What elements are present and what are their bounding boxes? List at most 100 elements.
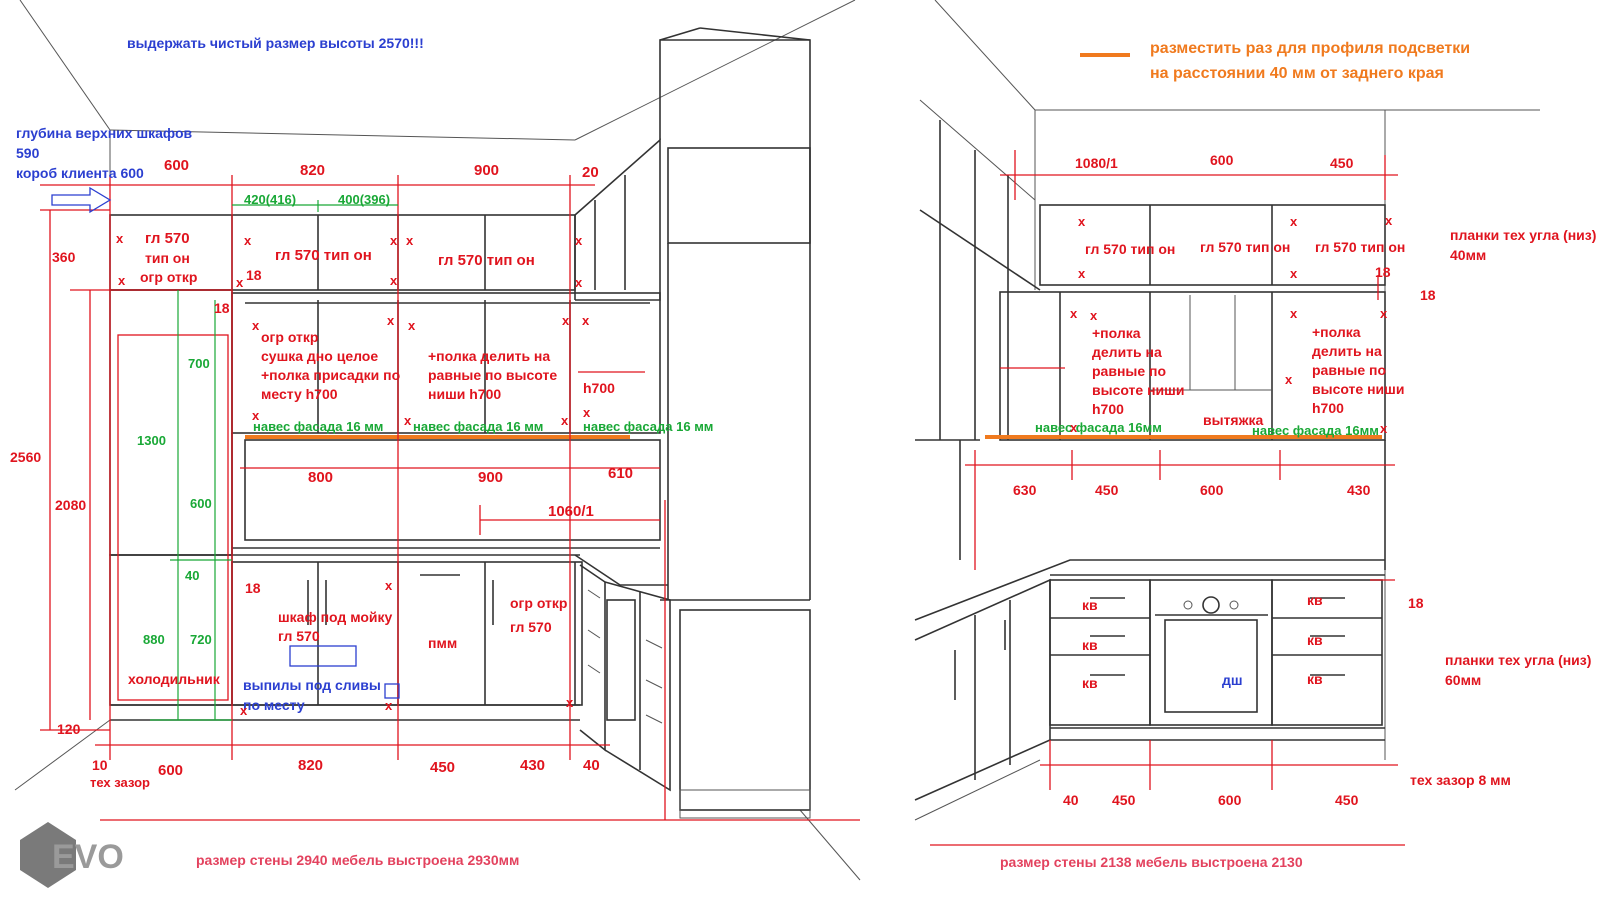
svg-text:x: x xyxy=(1290,306,1298,321)
svg-text:x: x xyxy=(1070,420,1078,435)
side-dim-120: 120 xyxy=(57,721,81,737)
sink-cabinet-depth: гл 570 xyxy=(278,628,320,644)
right-upper-label-1: гл 570 тип он xyxy=(1085,241,1175,257)
naves-1: навес фасада 16 мм xyxy=(253,419,383,434)
right-drawer-5: кв xyxy=(1307,632,1323,648)
svg-text:x: x xyxy=(252,408,260,423)
right-bottom-dim-40: 40 xyxy=(1063,792,1079,808)
left-bottom-dim-820: 820 xyxy=(298,757,323,774)
side-dim-2080: 2080 xyxy=(55,497,86,513)
left-top-dim-820: 820 xyxy=(300,162,325,179)
svg-text:x: x xyxy=(385,578,393,593)
drain-box xyxy=(384,683,400,699)
svg-text:x: x xyxy=(1070,306,1078,321)
right-dim-18-a: 18 xyxy=(1375,264,1391,280)
svg-text:x: x xyxy=(1385,213,1393,228)
lower-restrict-depth: гл 570 xyxy=(510,619,552,635)
planks-bottom-line2: 60мм xyxy=(1445,672,1481,688)
right-bottom-dim-450b: 450 xyxy=(1335,792,1359,808)
right-room-lines xyxy=(914,0,1540,821)
side-dim-700: 700 xyxy=(188,356,210,371)
svg-text:x: x xyxy=(562,313,570,328)
depth-upper-label: глубина верхних шкафов xyxy=(16,125,193,141)
mid-text-1-line2: сушка дно целое xyxy=(261,348,378,364)
profile-note-line1: разместить раз для профиля подсветки xyxy=(1150,40,1470,57)
planks-top-line1: планки тех угла (низ) xyxy=(1450,227,1596,243)
left-sub-dim-400: 400(396) xyxy=(338,192,390,207)
upper-label-type-1: тип он xyxy=(145,250,190,266)
naves-2: навес фасада 16 мм xyxy=(413,419,543,434)
right-upper-label-3: гл 570 тип он xyxy=(1315,239,1405,255)
sink-cabinet-label: шкаф под мойку xyxy=(278,609,393,625)
svg-text:x: x xyxy=(116,231,124,246)
right-drawer-4: кв xyxy=(1307,592,1323,608)
left-dim-1060: 1060/1 xyxy=(548,503,594,520)
left-dim-18-b: 18 xyxy=(214,300,230,316)
svg-text:x: x xyxy=(244,233,252,248)
left-bottom-dim-600: 600 xyxy=(158,762,183,779)
fridge-label: холодильник xyxy=(128,671,221,687)
right-top-dim-450: 450 xyxy=(1330,155,1354,171)
planks-top-line2: 40мм xyxy=(1450,247,1486,263)
left-mid-dim-610: 610 xyxy=(608,465,633,482)
right-hood-label: вытяжка xyxy=(1203,412,1264,428)
upper-label-2: гл 570 тип он xyxy=(275,247,372,264)
left-sub-dim-420: 420(416) xyxy=(244,192,296,207)
svg-text:x: x xyxy=(236,275,244,290)
svg-text:x: x xyxy=(390,273,398,288)
drains-label: выпилы под сливы xyxy=(243,677,381,693)
svg-text:x: x xyxy=(404,413,412,428)
left-bottom-dim-450: 450 xyxy=(430,759,455,776)
right-mid-text-b3: равные по xyxy=(1312,362,1386,378)
left-top-dim-600: 600 xyxy=(164,157,189,174)
mid-text-1-line3: +полка присадки по xyxy=(261,367,400,383)
dishwasher-label: пмм xyxy=(428,635,457,651)
tech-gap-right: тех зазор 8 мм xyxy=(1410,772,1511,788)
right-dim-18-c: 18 xyxy=(1408,595,1424,611)
left-top-dim-20: 20 xyxy=(582,164,599,181)
box-client-label: короб клиента 600 xyxy=(16,165,144,181)
sink-cutout xyxy=(289,645,357,667)
right-bottom-dim-600: 600 xyxy=(1218,792,1242,808)
svg-text:x: x xyxy=(561,413,569,428)
svg-text:x: x xyxy=(575,233,583,248)
wall-note-left: размер стены 2940 мебель выстроена 2930м… xyxy=(196,852,519,868)
upper-label-restrict-1: огр откр xyxy=(140,269,197,285)
right-dishwasher-label: дш xyxy=(1222,672,1243,688)
left-top-dim-900: 900 xyxy=(474,162,499,179)
profile-note-line2: на расстоянии 40 мм от заднего края xyxy=(1150,65,1444,82)
left-h700: h700 xyxy=(583,380,615,396)
svg-text:x: x xyxy=(406,233,414,248)
svg-text:x: x xyxy=(1285,372,1293,387)
svg-text:x: x xyxy=(240,703,248,718)
right-dim-lines xyxy=(930,150,1405,846)
side-dim-880: 880 xyxy=(143,632,165,647)
upper-label-3: гл 570 тип он xyxy=(438,252,535,269)
right-upper-label-2: гл 570 тип он xyxy=(1200,239,1290,255)
left-green-lines xyxy=(150,200,398,721)
right-drawer-6: кв xyxy=(1307,671,1323,687)
right-mid-text-a2: делить на xyxy=(1092,344,1162,360)
wall-note-right: размер стены 2138 мебель выстроена 2130 xyxy=(1000,854,1303,870)
svg-text:x: x xyxy=(566,695,574,710)
mid-text-1-line1: огр откр xyxy=(261,329,318,345)
svg-text:x: x xyxy=(1290,214,1298,229)
svg-text:x: x xyxy=(408,318,416,333)
side-dim-10: 10 xyxy=(92,757,108,773)
right-mid-dim-430: 430 xyxy=(1347,482,1371,498)
left-dim-18-c: 18 xyxy=(245,580,261,596)
svg-text:x: x xyxy=(1078,214,1086,229)
drains-label-2: по месту xyxy=(243,697,305,713)
right-bottom-dim-450a: 450 xyxy=(1112,792,1136,808)
right-mid-text-b1: +полка xyxy=(1312,324,1361,340)
right-mid-dim-600: 600 xyxy=(1200,482,1224,498)
depth-upper-value: 590 xyxy=(16,145,40,161)
right-mid-dim-450: 450 xyxy=(1095,482,1119,498)
svg-text:x: x xyxy=(385,698,393,713)
naves-3: навес фасада 16 мм xyxy=(583,419,713,434)
left-mid-dim-800: 800 xyxy=(308,469,333,486)
side-dim-720: 720 xyxy=(190,632,212,647)
evo-logo-text: EVO xyxy=(52,838,124,876)
